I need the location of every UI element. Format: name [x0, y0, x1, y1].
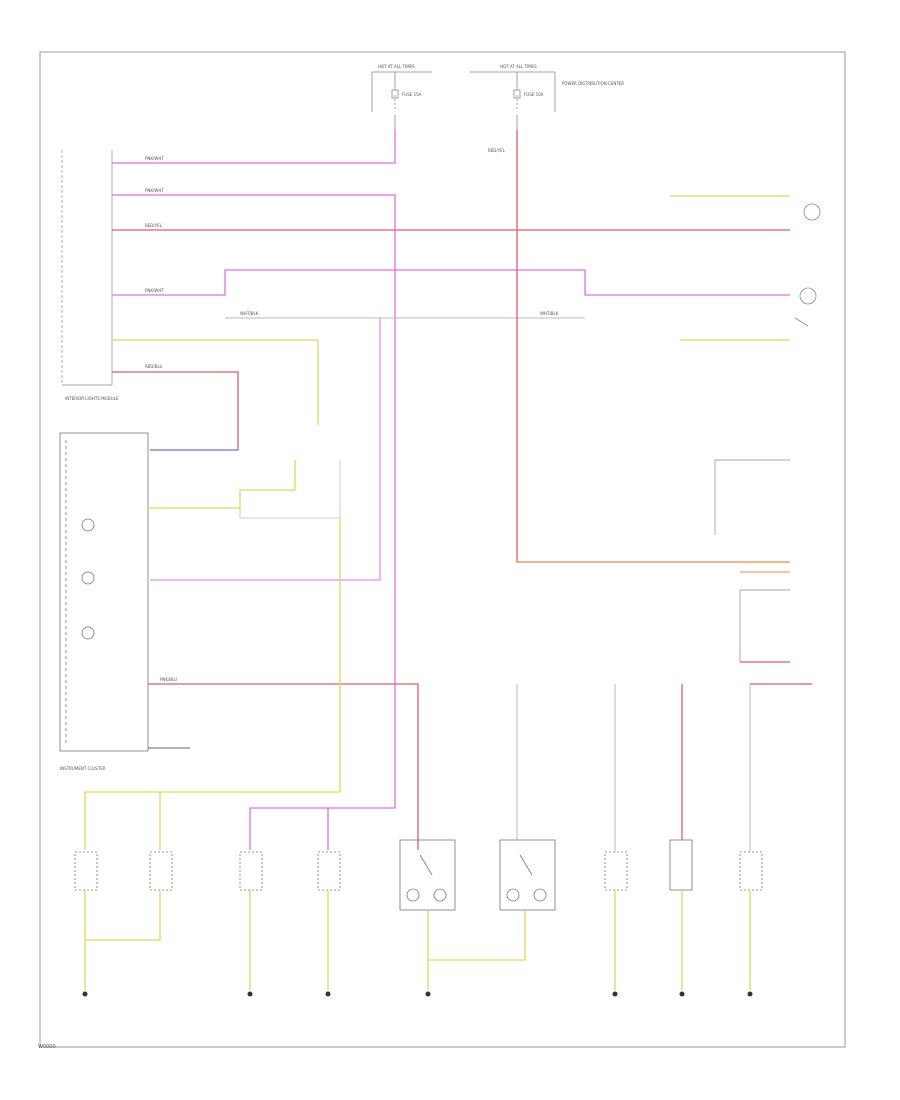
wire-pink-vertical: [150, 318, 381, 581]
wire-yellow-down: [84, 518, 341, 850]
wire-label-3: RED/YEL: [145, 223, 163, 228]
fuse-block-left: [371, 71, 432, 130]
lamp-right-mid: [799, 287, 817, 305]
wire-pink-3: [112, 269, 790, 296]
wire-label-7: RED/BLU: [145, 364, 163, 369]
wire-label-5: WHT/BLK: [240, 311, 259, 316]
wire-white-cluster: [239, 460, 341, 519]
wire-label-9: PNK/BLU: [160, 677, 177, 682]
wire-yellow-1: [112, 339, 319, 425]
wire-red-cluster: [148, 683, 419, 850]
lamp-right-top: [670, 195, 821, 221]
wire-label-6: WHT/BLK: [540, 311, 559, 316]
cluster-box: [59, 432, 149, 752]
wire-red-vertical: [516, 130, 790, 563]
fuse-right-label: FUSE 10A: [524, 92, 544, 97]
wire-label-1: PNK/WHT: [145, 156, 164, 161]
wire-label-4: PNK/WHT: [145, 288, 164, 293]
ground-wires: [84, 890, 751, 990]
fuse-right-note: POWER DISTRIBUTION CENTER: [562, 81, 624, 86]
fuse-right-top-label: HOT AT ALL TIMES: [500, 64, 537, 69]
right-connector: [714, 459, 812, 685]
wire-label-2: PNK/WHT: [145, 188, 164, 193]
wire-label-8: RED/YEL: [488, 148, 506, 153]
switch-right: [680, 317, 809, 341]
cluster-label: INSTRUMENT CLUSTER: [60, 766, 106, 771]
wire-pink-2: [112, 194, 396, 850]
bottom-components: [74, 839, 763, 911]
page-id: W0000: [38, 1044, 56, 1050]
wire-red-module: [112, 371, 239, 451]
wire-pink-1: [112, 130, 396, 164]
fuse-block-right: [470, 71, 556, 130]
diagram-frame: [39, 51, 846, 1048]
wire-yellow-cluster: [148, 460, 296, 509]
module-label: INTERIOR LIGHTS MODULE: [65, 396, 119, 401]
left-connector: [61, 150, 113, 386]
fuse-left-top-label: HOT AT ALL TIMES: [378, 64, 415, 69]
ground-symbols: [82, 991, 753, 997]
fuse-left-label: FUSE 15A: [402, 92, 422, 97]
